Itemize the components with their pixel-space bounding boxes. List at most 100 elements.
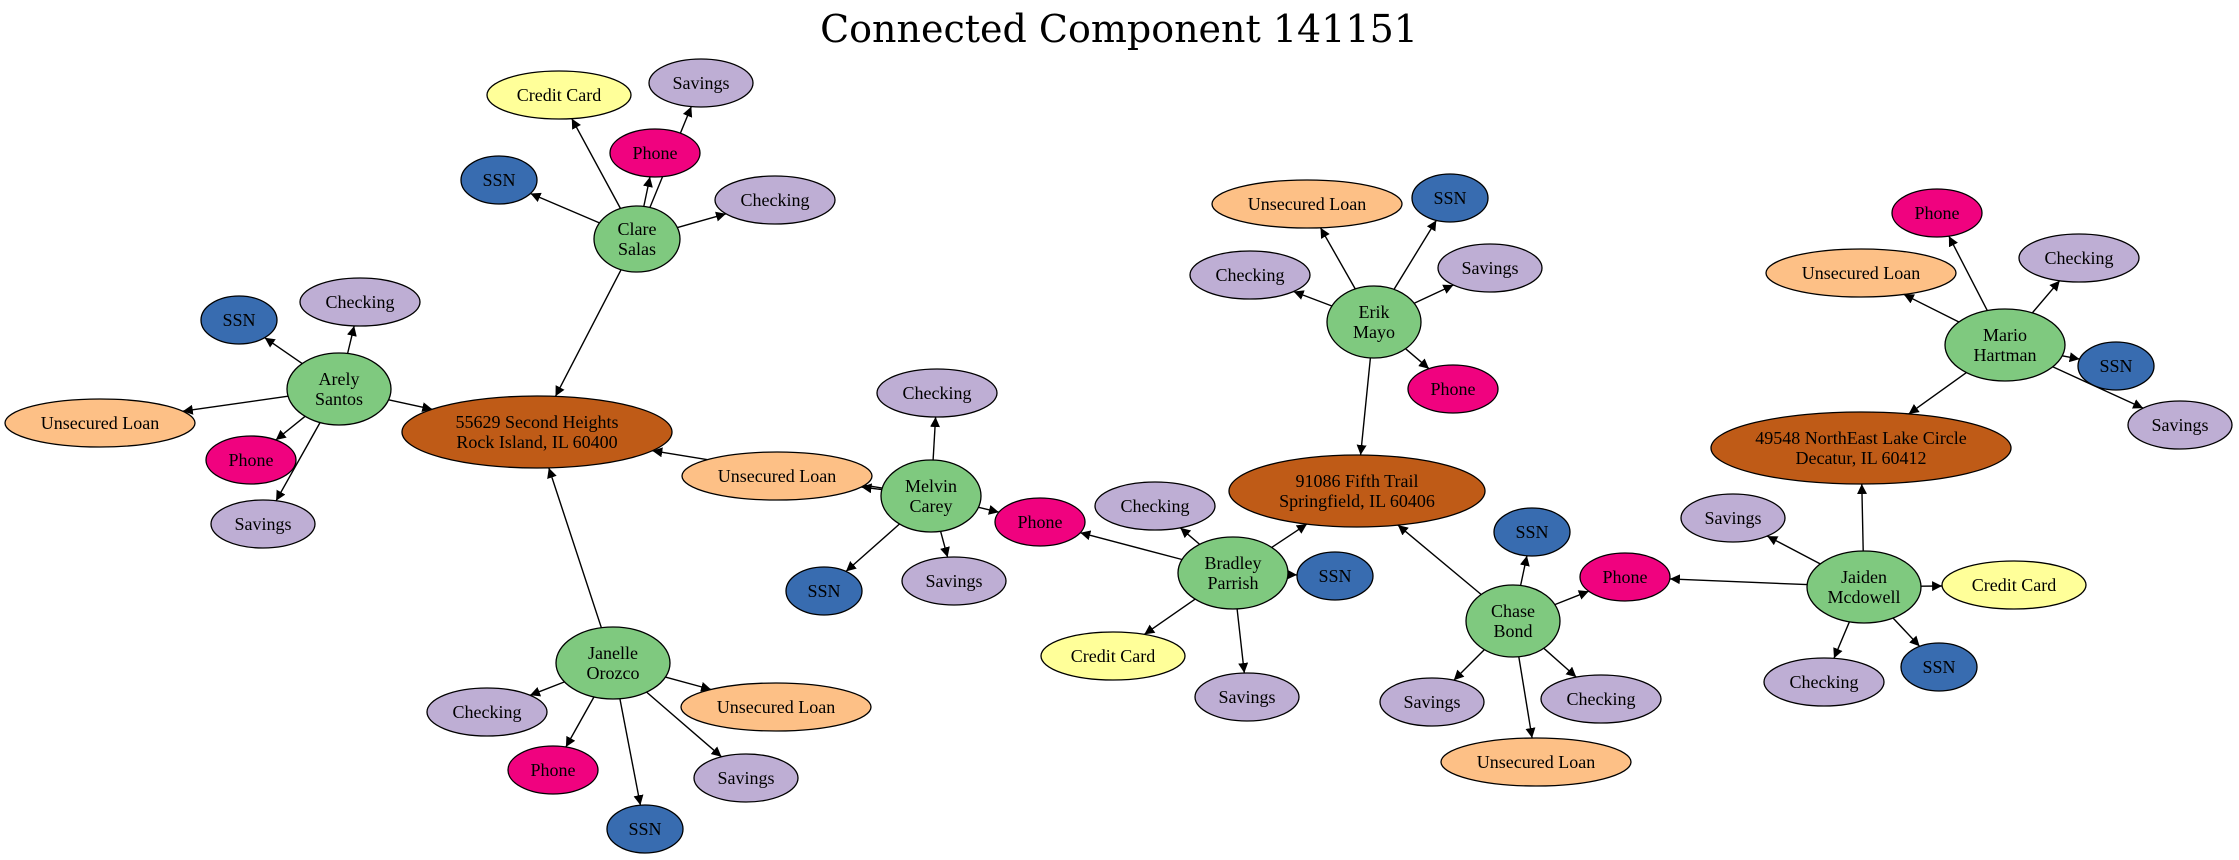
node-shape-person[interactable] — [1944, 308, 2066, 382]
node-shape-savings[interactable] — [1680, 493, 1786, 543]
node-shape-person[interactable] — [1465, 584, 1561, 658]
node-shape-checking[interactable] — [714, 175, 836, 225]
node-shape-savings[interactable] — [648, 58, 754, 108]
node-shape-savings[interactable] — [693, 753, 799, 803]
node-mario_chk[interactable]: Checking — [2018, 233, 2140, 283]
node-shape-phone[interactable] — [609, 128, 701, 178]
node-chase_loan[interactable]: Unsecured Loan — [1440, 737, 1632, 787]
node-shared_phone[interactable]: Phone — [1579, 552, 1671, 602]
node-arely_phone[interactable]: Phone — [205, 435, 297, 485]
node-chase_sav[interactable]: Savings — [1379, 677, 1485, 727]
node-janelle_sav[interactable]: Savings — [693, 753, 799, 803]
node-melvin_ssn[interactable]: SSN — [785, 566, 863, 616]
node-shape-person[interactable] — [593, 205, 681, 273]
node-shape-checking[interactable] — [1763, 657, 1885, 707]
node-melvin_loan[interactable]: Unsecured Loan — [681, 451, 873, 501]
node-shape-ssn[interactable] — [1493, 507, 1571, 557]
node-arely_sav[interactable]: Savings — [210, 499, 316, 549]
node-shape-ssn[interactable] — [2077, 341, 2155, 391]
node-bradley_cc[interactable]: Credit Card — [1040, 631, 1186, 681]
node-shape-person[interactable] — [286, 352, 392, 426]
node-bradley_sav[interactable]: Savings — [1194, 672, 1300, 722]
node-shape-ssn[interactable] — [460, 155, 538, 205]
node-janelle_ssn[interactable]: SSN — [606, 804, 684, 854]
node-shape-person[interactable] — [880, 459, 982, 533]
node-shape-savings[interactable] — [1194, 672, 1300, 722]
node-shape-person[interactable] — [1326, 285, 1422, 359]
node-shape-ssn[interactable] — [1411, 173, 1489, 223]
node-chase_ssn[interactable]: SSN — [1493, 507, 1571, 557]
node-shape-ssn[interactable] — [785, 566, 863, 616]
node-shape-checking[interactable] — [876, 368, 998, 418]
node-arely_chk[interactable]: Checking — [299, 277, 421, 327]
node-shape-ssn[interactable] — [1900, 642, 1978, 692]
node-shape-unsecured_loan[interactable] — [680, 682, 872, 732]
node-janelle_chk[interactable]: Checking — [426, 687, 548, 737]
node-shape-savings[interactable] — [901, 556, 1007, 606]
node-shape-credit_card[interactable] — [1941, 560, 2087, 610]
node-shape-phone[interactable] — [507, 745, 599, 795]
node-clare_ssn[interactable]: SSN — [460, 155, 538, 205]
node-melvin_sav[interactable]: Savings — [901, 556, 1007, 606]
node-shape-checking[interactable] — [2018, 233, 2140, 283]
node-shape-credit_card[interactable] — [486, 70, 632, 120]
node-melvin_phone[interactable]: Phone — [994, 497, 1086, 547]
node-arely_loan[interactable]: Unsecured Loan — [4, 398, 196, 448]
node-shape-checking[interactable] — [426, 687, 548, 737]
node-shape-ssn[interactable] — [200, 295, 278, 345]
node-erik_loan[interactable]: Unsecured Loan — [1211, 179, 1403, 229]
node-jaiden_ssn[interactable]: SSN — [1900, 642, 1978, 692]
node-shape-person[interactable] — [1177, 536, 1289, 610]
node-shape-person[interactable] — [1806, 550, 1922, 624]
node-jaiden_chk[interactable]: Checking — [1763, 657, 1885, 707]
node-bradley_chk[interactable]: Checking — [1094, 481, 1216, 531]
node-erik_chk[interactable]: Checking — [1189, 250, 1311, 300]
node-shape-savings[interactable] — [1437, 243, 1543, 293]
node-clare_phone[interactable]: Phone — [609, 128, 701, 178]
node-shape-address[interactable] — [1710, 411, 2012, 485]
node-shape-unsecured_loan[interactable] — [4, 398, 196, 448]
node-mario_ssn[interactable]: SSN — [2077, 341, 2155, 391]
node-shape-phone[interactable] — [994, 497, 1086, 547]
node-melvin_chk[interactable]: Checking — [876, 368, 998, 418]
node-shape-unsecured_loan[interactable] — [681, 451, 873, 501]
node-mario_sav[interactable]: Savings — [2127, 400, 2233, 450]
node-erik_phone[interactable]: Phone — [1407, 364, 1499, 414]
node-shape-unsecured_loan[interactable] — [1440, 737, 1632, 787]
node-shape-savings[interactable] — [1379, 677, 1485, 727]
node-shape-phone[interactable] — [1579, 552, 1671, 602]
node-shape-phone[interactable] — [1407, 364, 1499, 414]
node-shape-phone[interactable] — [205, 435, 297, 485]
node-shape-checking[interactable] — [299, 277, 421, 327]
node-mario_loan[interactable]: Unsecured Loan — [1765, 248, 1957, 298]
node-shape-address[interactable] — [1228, 454, 1486, 528]
node-janelle_loan[interactable]: Unsecured Loan — [680, 682, 872, 732]
node-shape-savings[interactable] — [2127, 400, 2233, 450]
node-shape-address[interactable] — [401, 395, 673, 469]
node-chase_chk[interactable]: Checking — [1540, 674, 1662, 724]
node-shape-savings[interactable] — [210, 499, 316, 549]
node-shape-unsecured_loan[interactable] — [1765, 248, 1957, 298]
node-shape-unsecured_loan[interactable] — [1211, 179, 1403, 229]
node-jaiden_sav[interactable]: Savings — [1680, 493, 1786, 543]
node-clare_chk[interactable]: Checking — [714, 175, 836, 225]
node-arely_ssn[interactable]: SSN — [200, 295, 278, 345]
node-shape-ssn[interactable] — [1296, 551, 1374, 601]
node-clare_sav[interactable]: Savings — [648, 58, 754, 108]
node-clare_cc[interactable]: Credit Card — [486, 70, 632, 120]
node-shape-credit_card[interactable] — [1040, 631, 1186, 681]
node-erik_ssn[interactable]: SSN — [1411, 173, 1489, 223]
node-bradley_ssn[interactable]: SSN — [1296, 551, 1374, 601]
